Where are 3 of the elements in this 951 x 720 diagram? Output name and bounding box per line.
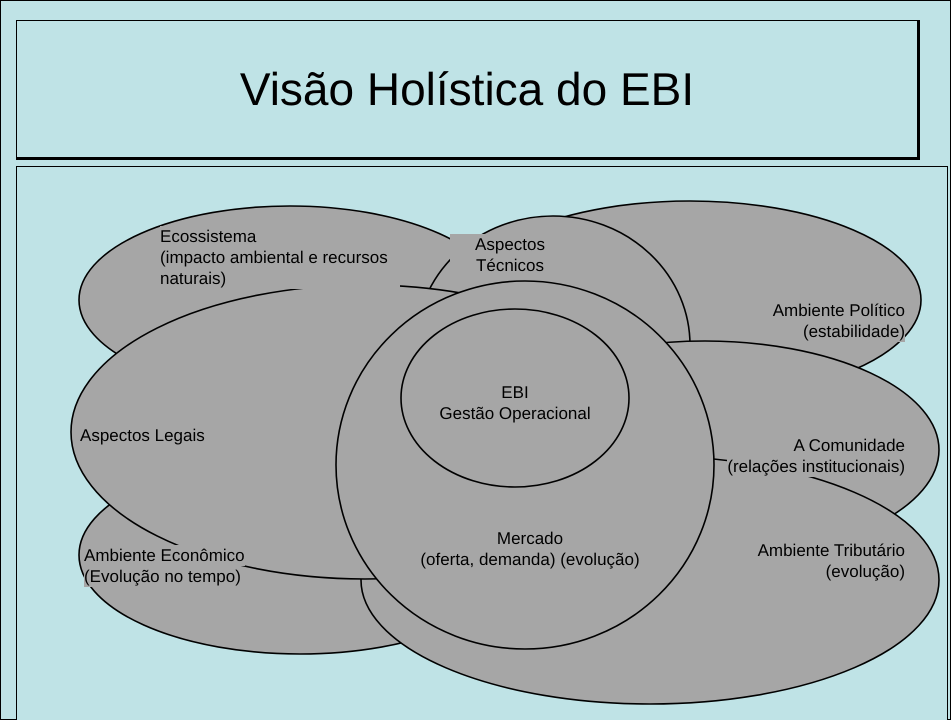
ellipse-subtitle: (Evolução no tempo) [84,566,241,587]
ellipse-label: Ambiente Econômico [84,545,245,566]
title: Visão Holística do EBI [240,62,694,116]
